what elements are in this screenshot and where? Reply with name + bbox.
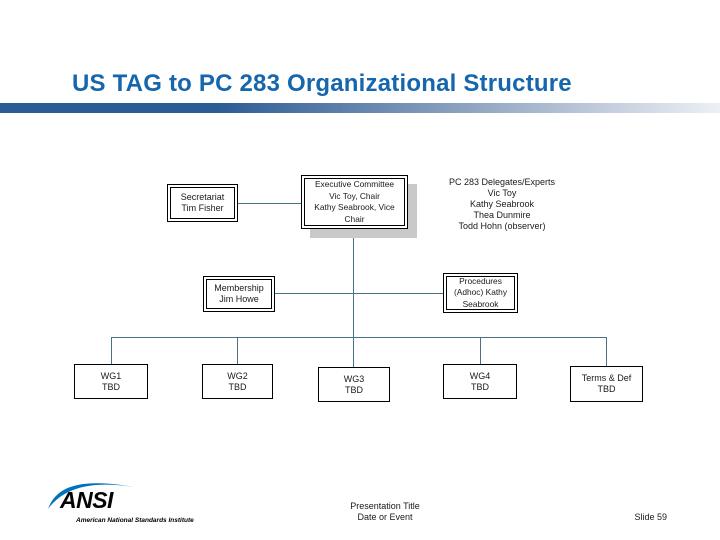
node-wg1: WG1 TBD xyxy=(74,364,148,399)
connector-membership-procedures xyxy=(275,293,443,294)
connector-drop-wg2 xyxy=(237,337,238,364)
node-delegates-experts: PC 283 Delegates/Experts Vic Toy Kathy S… xyxy=(448,177,556,231)
node-procedures: Procedures (Adhoc) Kathy Seabrook xyxy=(443,273,518,313)
footer-slide-number: Slide 59 xyxy=(634,512,667,522)
node-wg3-label: WG3 TBD xyxy=(343,373,365,395)
connector-bottom-bus xyxy=(111,337,607,338)
node-wg2: WG2 TBD xyxy=(202,364,273,399)
node-secretariat-label: Secretariat Tim Fisher xyxy=(180,192,225,213)
node-wg2-label: WG2 TBD xyxy=(227,370,248,392)
slide-title: US TAG to PC 283 Organizational Structur… xyxy=(72,70,572,97)
node-procedures-label: Procedures (Adhoc) Kathy Seabrook xyxy=(453,275,508,309)
connector-secretariat-executive xyxy=(238,203,302,204)
node-executive-committee-label: Executive Committee Vic Toy, Chair Kathy… xyxy=(314,179,395,224)
connector-executive-vertical xyxy=(353,229,354,367)
node-wg4-label: WG4 TBD xyxy=(469,370,491,392)
footer-presentation-title: Presentation Title xyxy=(350,501,420,511)
node-secretariat: Secretariat Tim Fisher xyxy=(167,184,238,222)
connector-drop-wg4 xyxy=(480,337,481,364)
ansi-swoosh-icon xyxy=(48,483,134,509)
connector-drop-wg1 xyxy=(111,337,112,364)
footer-date-event: Date or Event xyxy=(357,512,413,522)
node-wg3: WG3 TBD xyxy=(318,367,390,402)
node-terms-def-label: Terms & Def TBD xyxy=(581,373,632,394)
node-wg4: WG4 TBD xyxy=(443,364,517,399)
node-terms-def: Terms & Def TBD xyxy=(570,366,643,402)
footer-center-block: Presentation Title Date or Event xyxy=(295,501,475,523)
node-executive-committee: Executive Committee Vic Toy, Chair Kathy… xyxy=(301,175,408,229)
ansi-tagline: American National Standards Institute xyxy=(76,517,194,524)
node-membership-label: Membership Jim Howe xyxy=(214,283,264,304)
node-membership: Membership Jim Howe xyxy=(203,276,275,312)
ansi-logo-text: ANSI xyxy=(60,487,113,513)
connector-drop-terms-def xyxy=(606,337,607,366)
ansi-logo: ANSI American National Standards Institu… xyxy=(46,474,216,530)
title-underline-bar xyxy=(0,103,720,113)
node-wg1-label: WG1 TBD xyxy=(100,370,122,392)
